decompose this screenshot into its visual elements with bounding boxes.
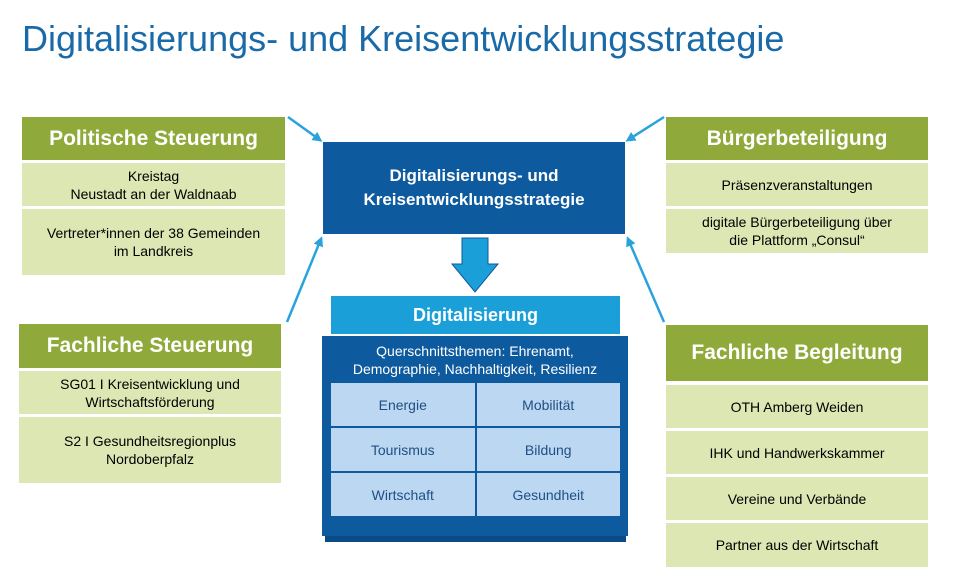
topic-cell-mobilitaet: Mobilität [476, 383, 620, 426]
topic-cell-bildung: Bildung [476, 428, 620, 471]
begleitung-item-oth: OTH Amberg Weiden [666, 385, 928, 428]
querschnitt-text: Querschnittsthemen: Ehrenamt, Demographi… [352, 343, 598, 377]
page-title: Digitalisierungs- und Kreisentwicklungss… [22, 18, 785, 59]
fachliche-steuerung-header: Fachliche Steuerung [19, 324, 281, 368]
fachliche-begleitung-header: Fachliche Begleitung [666, 325, 928, 381]
arrow-buerger [625, 115, 665, 142]
arrow-fachliche-steuerung [285, 236, 323, 323]
arrow-politische [287, 115, 323, 142]
buerger-item-consul: digitale Bürgerbeteiligung über die Plat… [666, 209, 928, 253]
buergerbeteiligung-header: Bürgerbeteiligung [666, 117, 928, 160]
arrow-fachliche-begleitung [626, 236, 666, 323]
fachliche-steuerung-item-s2: S2 I Gesundheitsregionplus Nordoberpfalz [19, 417, 281, 483]
strategy-center-box: Digitalisierungs- und Kreisentwicklungss… [323, 142, 625, 234]
begleitung-item-vereine: Vereine und Verbände [666, 477, 928, 520]
topic-cell-energie: Energie [331, 383, 475, 426]
fachliche-steuerung-item-sg01: SG01 I Kreisentwicklung und Wirtschaftsf… [19, 371, 281, 414]
buerger-item-praesenz: Präsenzveranstaltungen [666, 163, 928, 206]
topic-cell-wirtschaft: Wirtschaft [331, 473, 475, 516]
topic-cell-tourismus: Tourismus [331, 428, 475, 471]
topic-cell-gesundheit: Gesundheit [476, 473, 620, 516]
politische-item-gemeinden: Vertreter*innen der 38 Gemeinden im Land… [22, 209, 285, 275]
politische-steuerung-header: Politische Steuerung [22, 117, 285, 160]
begleitung-item-ihk: IHK und Handwerkskammer [666, 431, 928, 474]
digital-header: Digitalisierung [331, 296, 620, 334]
topic-grid: Energie Mobilität Tourismus Bildung Wirt… [331, 383, 620, 516]
down-arrow [450, 237, 500, 293]
begleitung-item-partner: Partner aus der Wirtschaft [666, 523, 928, 567]
politische-item-kreistag: Kreistag Neustadt an der Waldnaab [22, 163, 285, 206]
